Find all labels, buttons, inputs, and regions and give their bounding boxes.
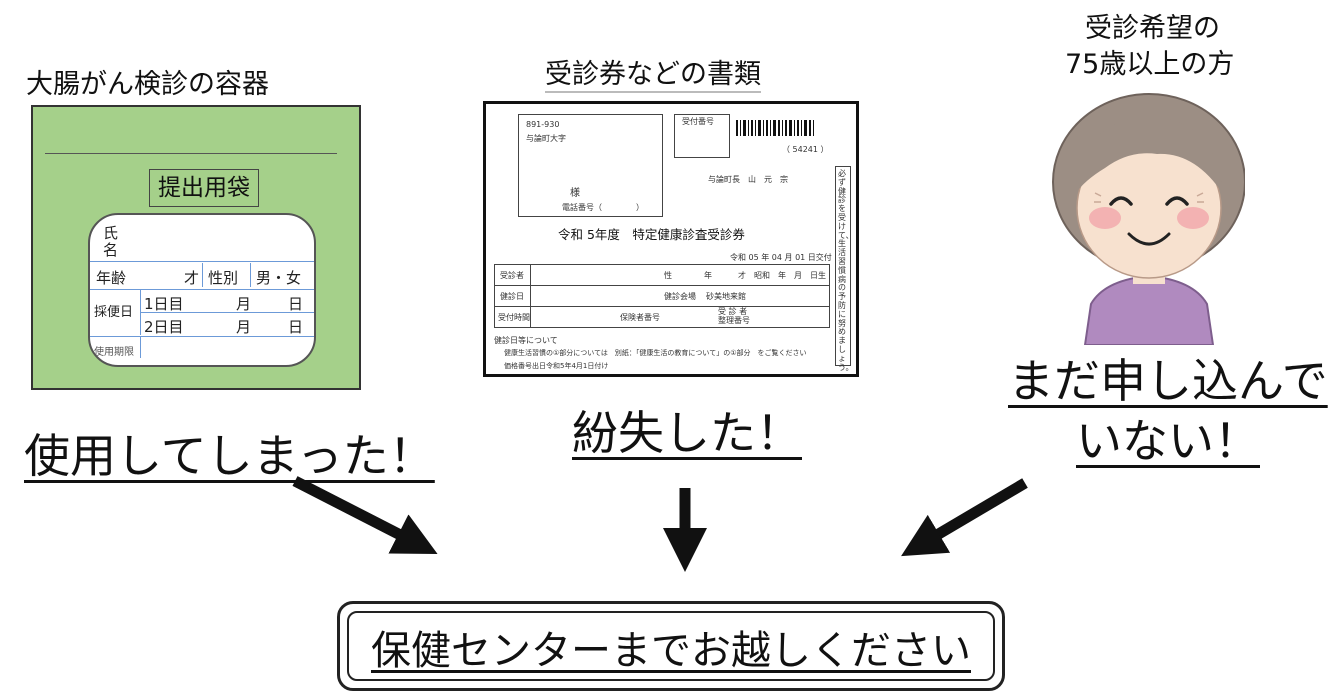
person-outcome-line2: いない！ (1076, 414, 1260, 468)
ticket-issuer: 与論町長 山 元 宗 (708, 175, 788, 184)
ticket-r3-card-label: 受 診 者 整理番号 (718, 307, 750, 325)
ticket-r2-label: 健診日 (500, 292, 524, 301)
form-age-label: 年齢 (96, 269, 127, 287)
left-arrow-icon (292, 476, 438, 555)
right-arrow-icon (901, 478, 1028, 557)
destination-text: 保健センターまでお越しください (371, 628, 971, 674)
person-caption-line2: 75歳以上の方 (1065, 49, 1235, 80)
person-outcome-line1: まだ申し込んで (1008, 354, 1328, 408)
ticket-r1-sex: 性 (664, 271, 672, 280)
form-day2: 2日目 (144, 318, 184, 336)
ticket-image: 891-930 与論町大字 様 電話番号（ ） 受付番号 （ 54241 ） 与… (483, 101, 859, 377)
ticket-note1: 健康生活習慣の①部分については 別紙：「健康生活の教育について」の①部分 をご覧… (504, 349, 807, 357)
form-day2-unit: 日 (288, 318, 304, 336)
ticket-note2: 価格番号出日令和5年4月1日付け (504, 362, 609, 370)
ticket-title: 令和 5年度 特定健康診査受診券 (558, 227, 745, 242)
ticket-r3-ins-label: 保険者番号 (620, 313, 660, 322)
envelope-outcome: 使用してしまった！ (24, 429, 435, 483)
form-age-unit: 才 (184, 269, 200, 287)
form-collection-label: 採便日 (94, 305, 134, 320)
elderly-person-icon (1052, 93, 1245, 345)
ticket-r1-birth: 年 (704, 271, 712, 280)
ticket-r2-place: 砂美地来館 (706, 292, 746, 301)
ticket-address: 与論町大字 (526, 134, 566, 143)
form-month1: 月 (236, 295, 252, 313)
envelope-image: 提出用袋 氏 名 年齢 才 性別 男・女 採便日 1日目 月 日 2日目 月 日… (31, 105, 361, 390)
ticket-side-text: 必ず健診を受けて、生活習慣病の予防に努めましょう。 (838, 169, 854, 372)
ticket-phone-end: ） (636, 203, 644, 212)
ticket-r2-place-label: 健診会場 (664, 292, 696, 301)
ticket-issue-date: 令和 05 年 04 月 01 日交付 (730, 253, 832, 262)
form-sex-label: 性別 (208, 269, 239, 287)
destination-box-inner (347, 611, 995, 681)
envelope-caption: 大腸がん検診の容器 (26, 69, 269, 100)
ticket-phone-label: 電話番号（ (562, 203, 602, 212)
envelope-title: 提出用袋 (149, 169, 259, 207)
form-name-label: 氏 名 (103, 224, 119, 259)
ticket-receipt-label: 受付番号 (682, 117, 714, 126)
envelope-form: 氏 名 年齢 才 性別 男・女 採便日 1日目 月 日 2日目 月 日 使用期限 (88, 213, 316, 367)
envelope-flap-line (45, 153, 337, 154)
form-month2: 月 (236, 318, 252, 336)
ticket-r1-label: 受診者 (500, 271, 524, 280)
form-day1: 1日目 (144, 295, 184, 313)
person-caption-line1: 受診希望の (1085, 13, 1220, 44)
form-sex-value: 男・女 (256, 269, 302, 287)
destination-box: 保健センターまでお越しください (337, 601, 1005, 691)
ticket-barcode-no: （ 54241 ） (782, 145, 829, 154)
ticket-outcome: 紛失した！ (572, 406, 802, 460)
form-day1-unit: 日 (288, 295, 304, 313)
ticket-caption: 受診券などの書類 (545, 59, 761, 90)
ticket-r3-label: 受付時間 (498, 313, 530, 322)
ticket-sama: 様 (570, 188, 580, 199)
form-expiry-label: 使用期限 (94, 347, 134, 358)
ticket-postal: 891-930 (526, 120, 560, 129)
barcode-icon (736, 120, 814, 136)
ticket-r1-birth2: 才 昭和 年 月 日生 (738, 271, 826, 280)
ticket-note-head: 健診日等について (494, 336, 558, 345)
